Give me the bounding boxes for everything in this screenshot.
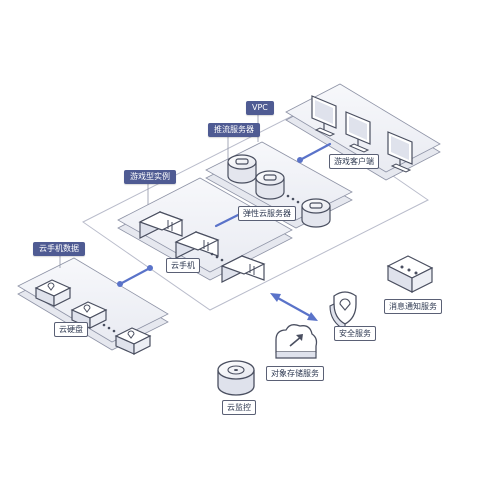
security-label: 安全服务 — [334, 326, 376, 341]
phone-icon — [174, 231, 220, 259]
game-instance-tag: 游戏型实例 — [124, 170, 176, 184]
server-icon — [301, 198, 331, 228]
game-instance-platform — [117, 177, 293, 281]
disk-icon — [34, 279, 72, 307]
cloud-upload-icon — [275, 324, 318, 359]
monitor-icon — [345, 111, 371, 153]
link-vpc-services — [270, 293, 318, 321]
message-icon — [386, 255, 434, 293]
phone-icon — [220, 255, 266, 283]
game-client-label: 游戏客户端 — [329, 154, 379, 169]
phone-data-tag: 云手机数据 — [33, 242, 85, 256]
ellipsis-dots — [210, 252, 224, 262]
push-server-tag: 推流服务器 — [208, 123, 260, 137]
shield-icon — [329, 291, 357, 331]
ellipsis-dots — [286, 194, 300, 204]
phone-icon — [138, 211, 184, 239]
link-disk-phone — [117, 265, 153, 287]
cloud-phone-label: 云手机 — [166, 258, 200, 273]
cloud-disk-label: 云硬盘 — [54, 322, 88, 337]
oss-label: 对象存储服务 — [266, 366, 324, 381]
monitor-icon — [311, 95, 337, 137]
disk-icon — [70, 301, 108, 329]
ellipsis-dots — [102, 323, 116, 333]
server-icon — [227, 154, 257, 184]
vpc-tag: VPC — [246, 101, 274, 115]
notify-label: 消息通知服务 — [384, 299, 442, 314]
link-ecs-client — [297, 142, 332, 163]
disc-icon — [217, 360, 255, 396]
disk-icon — [114, 327, 152, 355]
monitor-icon — [387, 131, 413, 173]
server-icon — [255, 170, 285, 200]
monitor-label: 云监控 — [222, 400, 256, 415]
ecs-label: 弹性云服务器 — [238, 206, 296, 221]
